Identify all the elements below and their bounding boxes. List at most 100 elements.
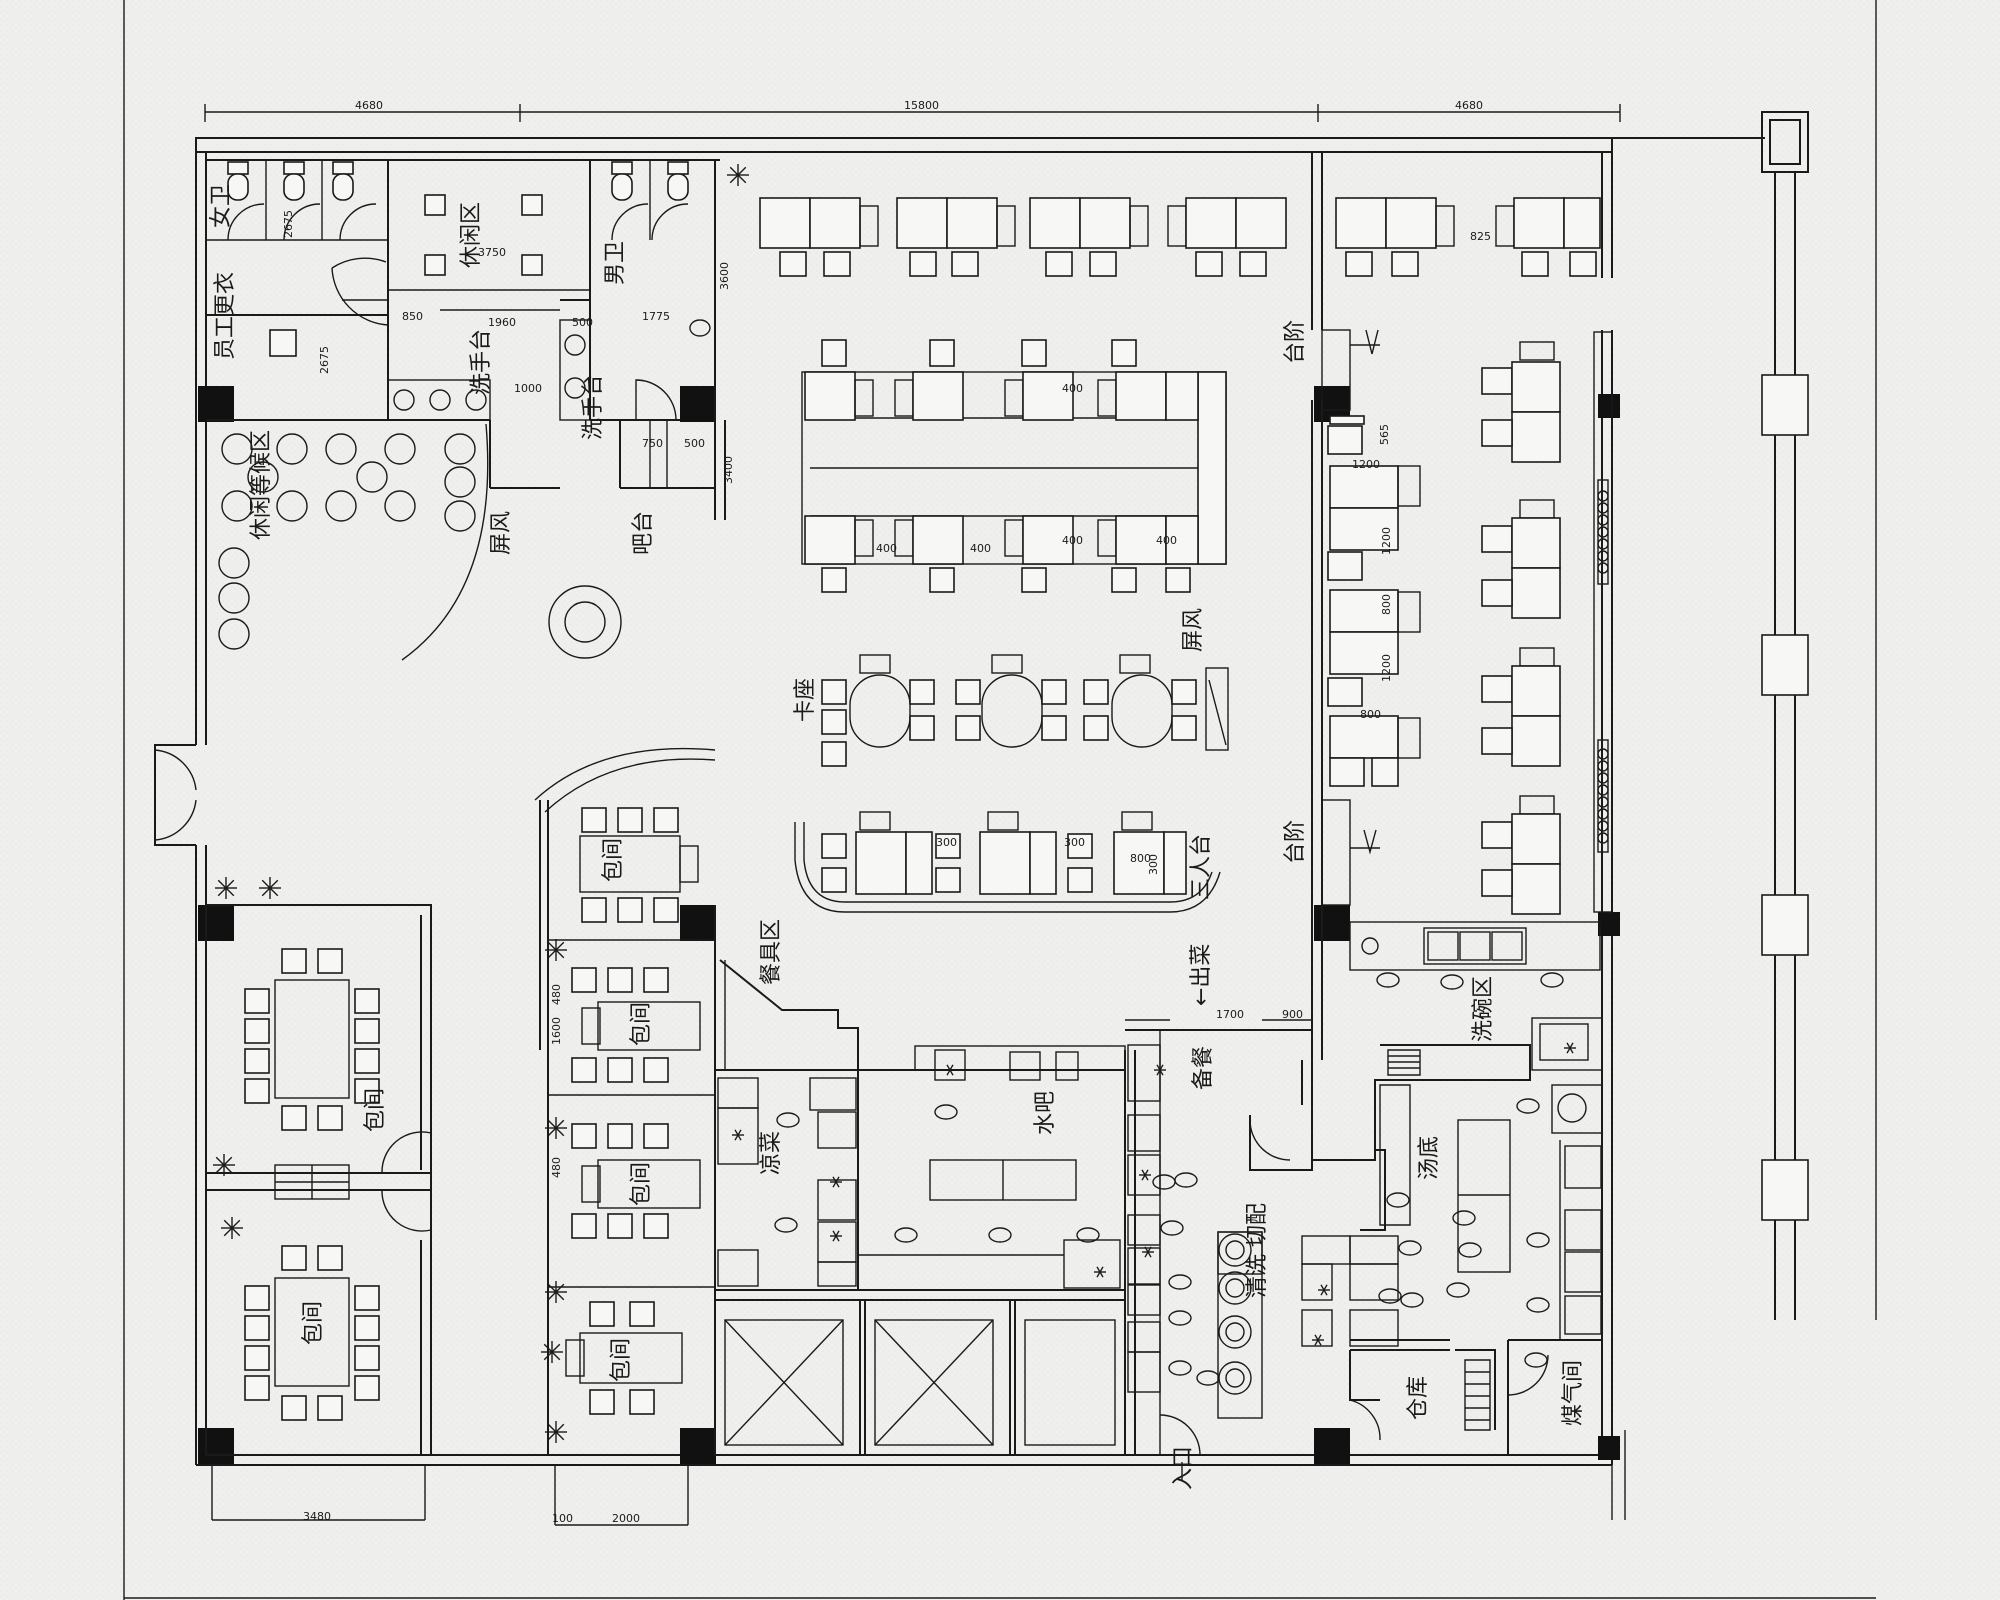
communal-tables: [801, 339, 1227, 593]
label-wash-cut: 清洗 切配: [1245, 1203, 1270, 1298]
chair: [629, 1301, 655, 1327]
chair: [581, 897, 607, 923]
chair: [617, 807, 643, 833]
plant-leaf: [225, 879, 235, 889]
private-room-chairs: [244, 948, 380, 1421]
chair: [354, 1048, 380, 1074]
chair: [581, 807, 607, 833]
chair: [281, 1395, 307, 1421]
dim-3750: 3750: [478, 246, 506, 259]
round-burner-inner: [1225, 1240, 1245, 1260]
plant-leaf: [261, 879, 271, 889]
label-side-table-2: 台阶: [1283, 820, 1308, 864]
plant-leaf: [547, 949, 557, 959]
planter-plant: [1597, 760, 1609, 772]
plant-leaf: [729, 174, 739, 184]
dim-400e: 400: [1156, 534, 1177, 547]
potted-plant: [727, 164, 749, 186]
dim-top-right: 4680: [1455, 99, 1483, 112]
plant-leaf: [231, 1227, 241, 1237]
chair: [354, 1345, 380, 1371]
potted-plant: [545, 939, 567, 961]
plant-leaf: [551, 1343, 561, 1353]
dim-500b: 500: [684, 437, 705, 450]
sink-marker-stroke: [1320, 1284, 1328, 1296]
label-private-room-3: 包间: [601, 838, 626, 882]
kitchen-stool: [1398, 1240, 1422, 1256]
curved-booth-row: [794, 811, 1221, 913]
chair: [589, 1301, 615, 1327]
chair: [354, 1018, 380, 1044]
potted-plants: [213, 164, 749, 1443]
plant-leaf: [555, 949, 565, 959]
plant-leaf: [217, 887, 227, 897]
plant-leaf: [223, 1219, 233, 1229]
kitchen-stool: [894, 1227, 918, 1243]
chair: [643, 1213, 669, 1239]
dim-1000: 1000: [514, 382, 542, 395]
label-men-wc: 男卫: [603, 241, 628, 285]
dim-800b: 800: [1360, 708, 1381, 721]
chair: [629, 1389, 655, 1415]
dim-3600: 3600: [718, 262, 731, 290]
dim-1960: 1960: [488, 316, 516, 329]
plant-leaf: [543, 1343, 553, 1353]
label-private-room-5: 包间: [629, 1162, 654, 1206]
private-room-center-chairs: [571, 807, 679, 1415]
plant-leaf: [223, 1164, 233, 1174]
dim-400d: 400: [1062, 534, 1083, 547]
kitchen-entry: [1159, 1400, 1201, 1480]
sink-marker-stroke: [1314, 1334, 1322, 1346]
chair: [317, 1105, 343, 1131]
sink-marker-stroke: [832, 1176, 840, 1188]
kitchen-stool: [1446, 1282, 1470, 1298]
chair: [244, 1315, 270, 1341]
sink-marker: [1154, 1064, 1166, 1076]
planter-plant: [1597, 562, 1609, 574]
potted-plant: [541, 1341, 563, 1363]
round-burner-inner: [1225, 1368, 1245, 1388]
planter-plant: [1597, 820, 1609, 832]
round-burner: [1218, 1361, 1252, 1395]
kitchen-stool: [1160, 1220, 1184, 1236]
dim-480b: 480: [550, 1157, 563, 1178]
label-lounge: 休闲区: [459, 202, 484, 268]
planter-plant: [1597, 550, 1609, 562]
top-dimension-line: [204, 104, 1621, 122]
sink-marker-stroke: [734, 1129, 742, 1141]
plant-leaf: [231, 1219, 241, 1229]
kitchen-stool: [1376, 972, 1400, 988]
dishwash-area: [1312, 921, 1603, 1161]
dim-1700: 1700: [1216, 1008, 1244, 1021]
kitchen-stool: [1458, 1242, 1482, 1258]
dim-3400: 3400: [722, 456, 735, 484]
plant-leaf: [555, 941, 565, 951]
label-private-room-1: 包间: [363, 1088, 388, 1132]
chair: [607, 1213, 633, 1239]
sink-marker: [830, 1176, 842, 1188]
dim-800a: 800: [1380, 594, 1393, 615]
sink-marker-stroke: [1566, 1042, 1574, 1054]
sheet-border: [123, 0, 1877, 1600]
planter-plant: [1597, 538, 1609, 550]
soup-area: [1360, 1080, 1603, 1340]
plant-leaf: [223, 1156, 233, 1166]
round-burner: [1218, 1233, 1252, 1267]
chair: [617, 897, 643, 923]
kitchen-stool: [1168, 1274, 1192, 1290]
label-entry: 入口: [1171, 1446, 1196, 1490]
kitchen-stool: [988, 1227, 1012, 1243]
planter-plant: [1597, 796, 1609, 808]
dim-300c: 300: [1147, 854, 1160, 875]
chair: [317, 1395, 343, 1421]
sink-marker: [830, 1230, 842, 1242]
kitchen-stool: [1168, 1310, 1192, 1326]
label-basin-left: 洗手台: [469, 329, 494, 395]
dim-300a: 300: [936, 836, 957, 849]
restroom-block: [206, 159, 726, 520]
chair: [643, 1057, 669, 1083]
chair: [643, 1123, 669, 1149]
kitchen-stool: [1400, 1292, 1424, 1308]
label-private-room-2: 包间: [301, 1301, 326, 1345]
